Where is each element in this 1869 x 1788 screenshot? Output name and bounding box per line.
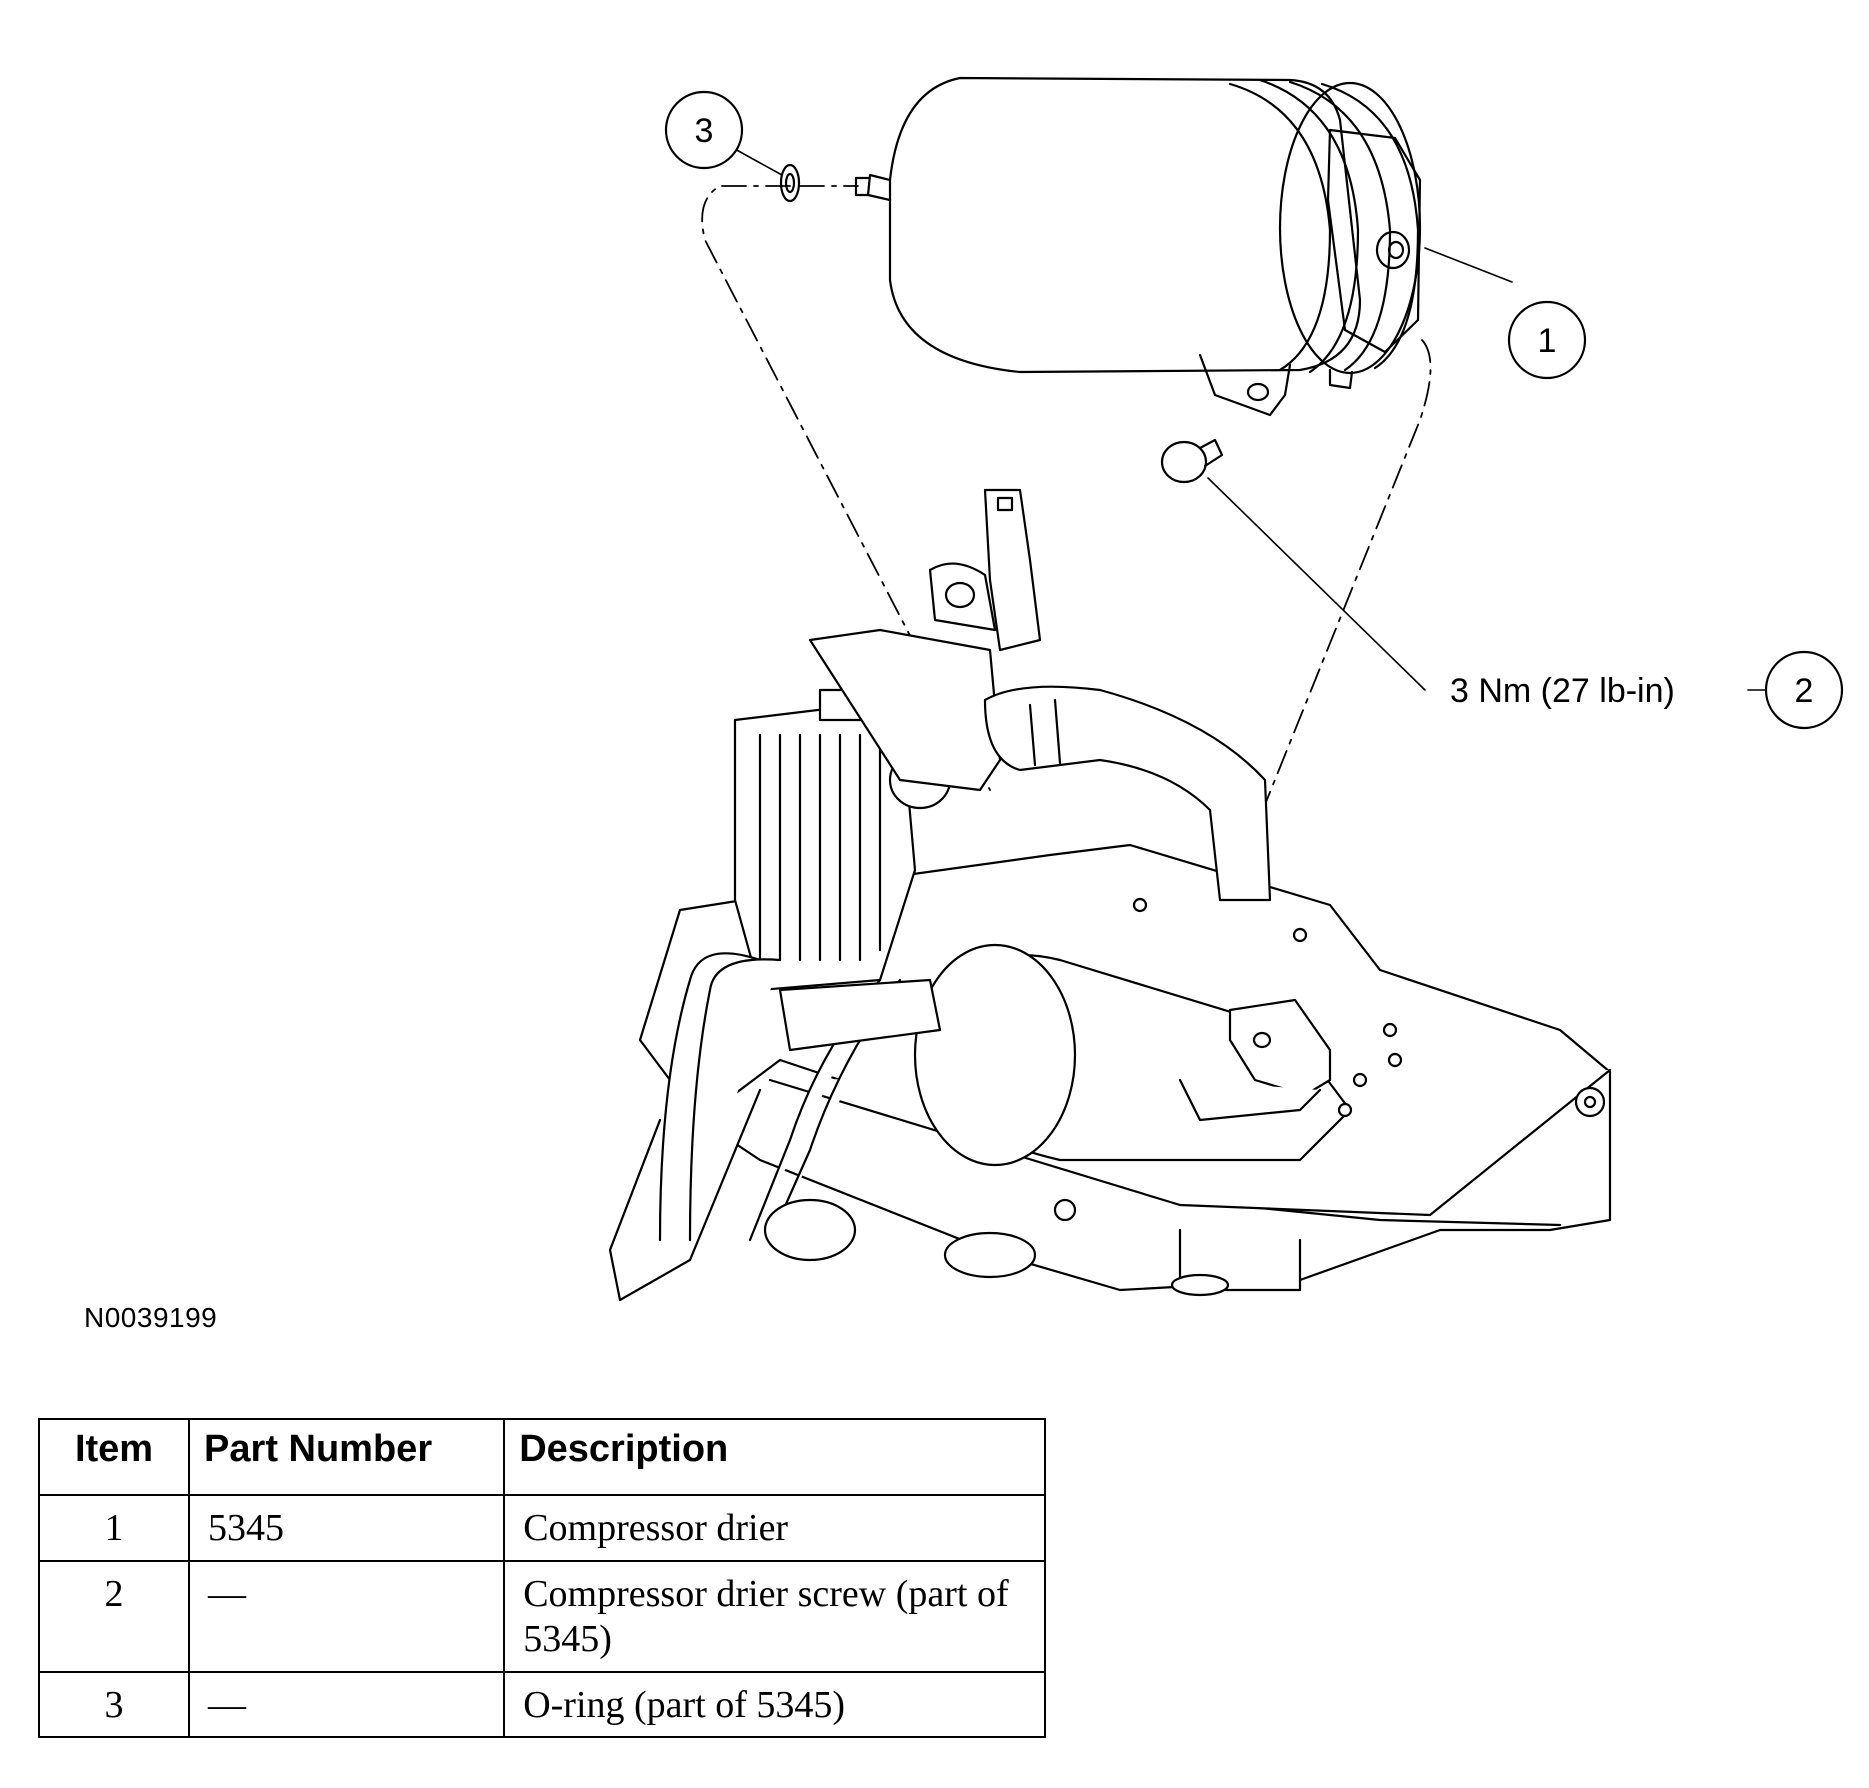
header-description: Description [503,1418,1046,1496]
row-item: 1 [37,1494,191,1562]
row-part-number: — [188,1670,506,1739]
compressor-drier [854,76,1422,417]
callout-3-number: 3 [695,112,714,150]
row-part-number: 5345 [188,1494,506,1562]
callout-2-number: 2 [1795,672,1814,710]
table-header-row: Item Part Number Description [37,1418,1046,1496]
header-part-number: Part Number [188,1418,506,1496]
row-description: Compressor drier screw (part of 5345) [503,1559,1046,1673]
exploded-view-illustration: 1 2 3 Nm (27 lb-in) 3 [608,76,1844,1302]
row-description: Compressor drier [503,1494,1046,1562]
drier-screw [1160,438,1224,484]
callout-1-number: 1 [1538,322,1557,360]
header-item: Item [37,1418,191,1496]
o-ring [779,163,801,203]
table-row: 3 — O-ring (part of 5345) [37,1670,1046,1739]
row-item: 3 [37,1670,191,1739]
table-row: 1 5345 Compressor drier [37,1494,1046,1562]
table-row: 2 — Compressor drier screw (part of 5345… [37,1559,1046,1673]
compressor-assembly [608,488,1612,1302]
row-part-number: — [188,1559,506,1673]
callout-1: 1 [1507,300,1587,380]
row-item: 2 [37,1559,191,1673]
figure-id: N0039199 [84,1302,218,1333]
torque-spec-label: 3 Nm (27 lb-in) [1450,672,1675,710]
parts-table: Item Part Number Description 1 5345 Comp… [37,1418,1046,1739]
callout-2: 2 3 Nm (27 lb-in) [1450,650,1844,730]
callout-3: 3 [664,90,744,170]
row-description: O-ring (part of 5345) [503,1670,1046,1739]
